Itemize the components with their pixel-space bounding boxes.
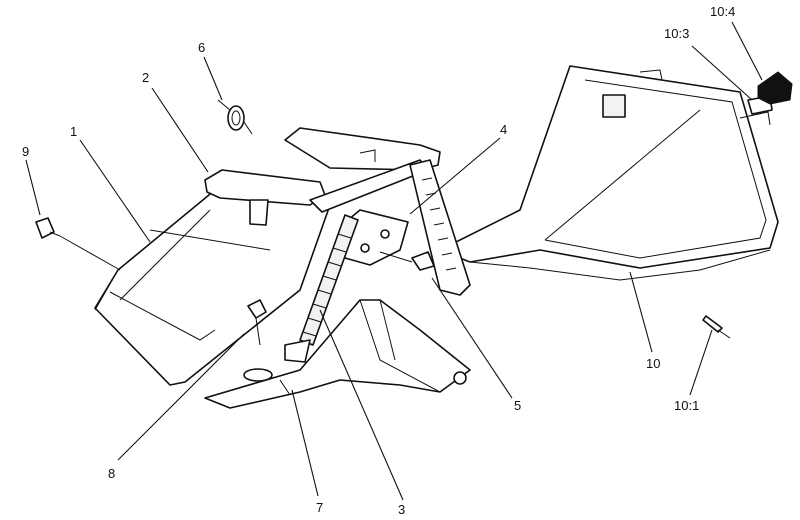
callout-6: 6 <box>198 40 205 55</box>
part-4-plate <box>341 159 471 296</box>
part-8-bolt <box>243 299 273 382</box>
part-1-chute <box>94 189 331 386</box>
part-2-handle <box>204 127 441 226</box>
callout-9: 9 <box>22 144 29 159</box>
part-9-bolt <box>35 217 121 271</box>
callout-10-4: 10:4 <box>710 4 735 19</box>
callout-10-1: 10:1 <box>674 398 699 413</box>
callout-7: 7 <box>316 500 323 515</box>
part-7-base-bracket <box>204 299 471 409</box>
callout-3: 3 <box>398 502 405 517</box>
part-10-deflector <box>439 65 779 281</box>
callout-10-3: 10:3 <box>664 26 689 41</box>
leader-lines <box>25 21 763 501</box>
part-6-torsion-spring <box>217 99 253 135</box>
callout-2: 2 <box>142 70 149 85</box>
part-10-1-rivet <box>702 315 731 339</box>
part-5-bolt <box>379 251 435 271</box>
callout-1: 1 <box>70 124 77 139</box>
callout-10: 10 <box>646 356 660 371</box>
callout-8: 8 <box>108 466 115 481</box>
callout-5: 5 <box>514 398 521 413</box>
part-3-spring <box>284 214 359 363</box>
part-10-4-grip <box>757 71 793 105</box>
callout-4: 4 <box>500 122 507 137</box>
